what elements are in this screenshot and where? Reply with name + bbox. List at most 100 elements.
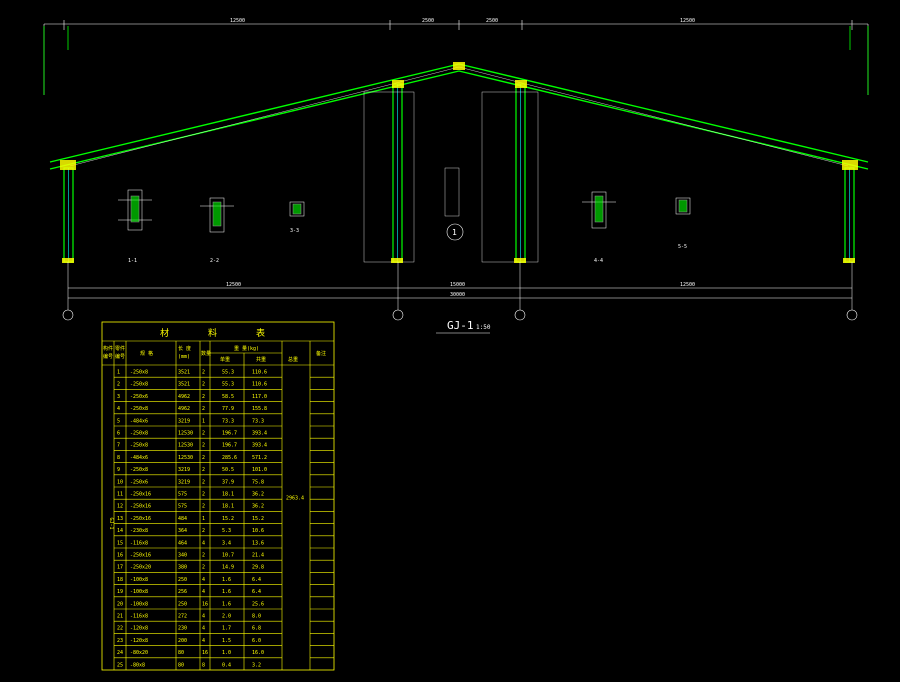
table-row-total: 571.2 <box>252 455 267 461</box>
table-row-unit: 2.0 <box>222 614 231 620</box>
table-row-spec: -100x8 <box>130 589 148 595</box>
table-row-total: 21.4 <box>252 553 264 559</box>
column-inner-right <box>515 83 526 263</box>
table-row-qty: 2 <box>202 431 205 437</box>
header-weight-group: 重 量(kg) <box>234 345 259 352</box>
table-row-qty: 8 <box>202 662 205 668</box>
table-row-no: 18 <box>117 577 123 583</box>
table-row-qty: 2 <box>202 528 205 534</box>
table-row-length: 250 <box>178 601 187 607</box>
table-row-unit: 196.7 <box>222 443 237 449</box>
top-end-marks <box>43 26 869 95</box>
table-row-qty: 4 <box>202 577 205 583</box>
table-row-no: 10 <box>117 479 123 485</box>
dim-bottom-total: 30000 <box>450 292 465 298</box>
table-row-total: 101.0 <box>252 467 267 473</box>
material-table: 材料表构件编号零件编号规 格长 度(mm)数量重 量(kg)单重共重总重备注1-… <box>101 321 335 671</box>
table-row-length: 12530 <box>178 455 193 461</box>
table-row-unit: 1.0 <box>222 650 231 656</box>
table-row-length: 12530 <box>178 431 193 437</box>
table-row-spec: -250x20 <box>130 565 151 571</box>
table-row-no: 16 <box>117 553 123 559</box>
table-row-length: 4962 <box>178 394 190 400</box>
table-row-spec: -250x6 <box>130 479 148 485</box>
table-row-unit: 77.9 <box>222 406 234 412</box>
table-row-total: 6.4 <box>252 589 261 595</box>
table-row-spec: -250x6 <box>130 394 148 400</box>
table-row-length: 80 <box>178 662 184 668</box>
table-row-length: 200 <box>178 638 187 644</box>
section-label-5-5: 5-5 <box>678 244 687 250</box>
table-row-qty: 2 <box>202 394 205 400</box>
table-row-length: 3521 <box>178 370 190 376</box>
table-row-unit: 18.1 <box>222 492 234 498</box>
dim-bottom-3: 12500 <box>680 282 695 288</box>
table-row-unit: 1.6 <box>222 577 231 583</box>
inner-column-frames <box>363 91 539 263</box>
table-row-spec: -250x16 <box>130 492 151 498</box>
table-row-no: 21 <box>117 614 123 620</box>
table-row-qty: 2 <box>202 565 205 571</box>
dim-bottom-1: 12500 <box>226 282 241 288</box>
table-row-unit: 55.3 <box>222 382 234 388</box>
table-row-length: 484 <box>178 516 187 522</box>
table-row-length: 3219 <box>178 467 190 473</box>
table-row-length: 250 <box>178 577 187 583</box>
table-row-length: 464 <box>178 540 187 546</box>
section-detail-1 <box>118 189 152 231</box>
table-row-unit: 73.3 <box>222 418 234 424</box>
table-row-spec: -250x8 <box>130 370 148 376</box>
table-grand-total: 2963.4 <box>286 496 304 502</box>
header-part: 零件 <box>115 345 125 352</box>
bottom-dimension-chain <box>67 262 853 310</box>
table-row-no: 15 <box>117 540 123 546</box>
table-row-total: 36.2 <box>252 504 264 510</box>
section-detail-5 <box>675 197 691 215</box>
table-row-total: 25.6 <box>252 601 264 607</box>
table-row-spec: -230x8 <box>130 528 148 534</box>
drawing-scale: 1:50 <box>476 324 491 331</box>
table-row-qty: 16 <box>202 650 208 656</box>
table-row-unit: 1.6 <box>222 601 231 607</box>
table-row-no: 20 <box>117 601 123 607</box>
table-row-no: 19 <box>117 589 123 595</box>
grid-axis-circles <box>62 309 858 321</box>
table-row-length: 80 <box>178 650 184 656</box>
column-inner-left <box>392 83 403 263</box>
table-row-spec: -250x8 <box>130 406 148 412</box>
section-label-4-4: 4-4 <box>594 258 603 264</box>
table-row-unit: 50.5 <box>222 467 234 473</box>
header-length: (mm) <box>178 354 190 360</box>
table-row-length: 380 <box>178 565 187 571</box>
table-row-qty: 16 <box>202 601 208 607</box>
table-row-no: 9 <box>117 467 120 473</box>
header-note: 备注 <box>316 350 326 357</box>
table-row-total: 6.8 <box>252 626 261 632</box>
section-label-3-3: 3-3 <box>290 228 299 234</box>
table-row-qty: 2 <box>202 370 205 376</box>
table-row-length: 256 <box>178 589 187 595</box>
table-row-no: 23 <box>117 638 123 644</box>
section-detail-2 <box>200 197 234 233</box>
table-row-unit: 10.7 <box>222 553 234 559</box>
table-row-qty: 2 <box>202 467 205 473</box>
table-row-qty: 2 <box>202 406 205 412</box>
table-row-qty: 2 <box>202 492 205 498</box>
table-row-unit: 37.9 <box>222 479 234 485</box>
detail-bubble-label: 1 <box>452 228 457 237</box>
table-row-unit: 1.6 <box>222 589 231 595</box>
table-row-total: 155.8 <box>252 406 267 412</box>
table-row-no: 7 <box>117 443 120 449</box>
table-row-length: 3219 <box>178 479 190 485</box>
table-row-qty: 4 <box>202 626 205 632</box>
table-row-length: 4962 <box>178 406 190 412</box>
table-row-unit: 5.3 <box>222 528 231 534</box>
table-row-spec: -100x8 <box>130 577 148 583</box>
table-row-spec: -80x8 <box>130 662 145 668</box>
table-row-no: 4 <box>117 406 120 412</box>
table-row-spec: -484x6 <box>130 455 148 461</box>
top-dimension-chain <box>43 20 869 95</box>
table-row-qty: 2 <box>202 553 205 559</box>
table-row-total: 15.2 <box>252 516 264 522</box>
table-row-no: 13 <box>117 516 123 522</box>
